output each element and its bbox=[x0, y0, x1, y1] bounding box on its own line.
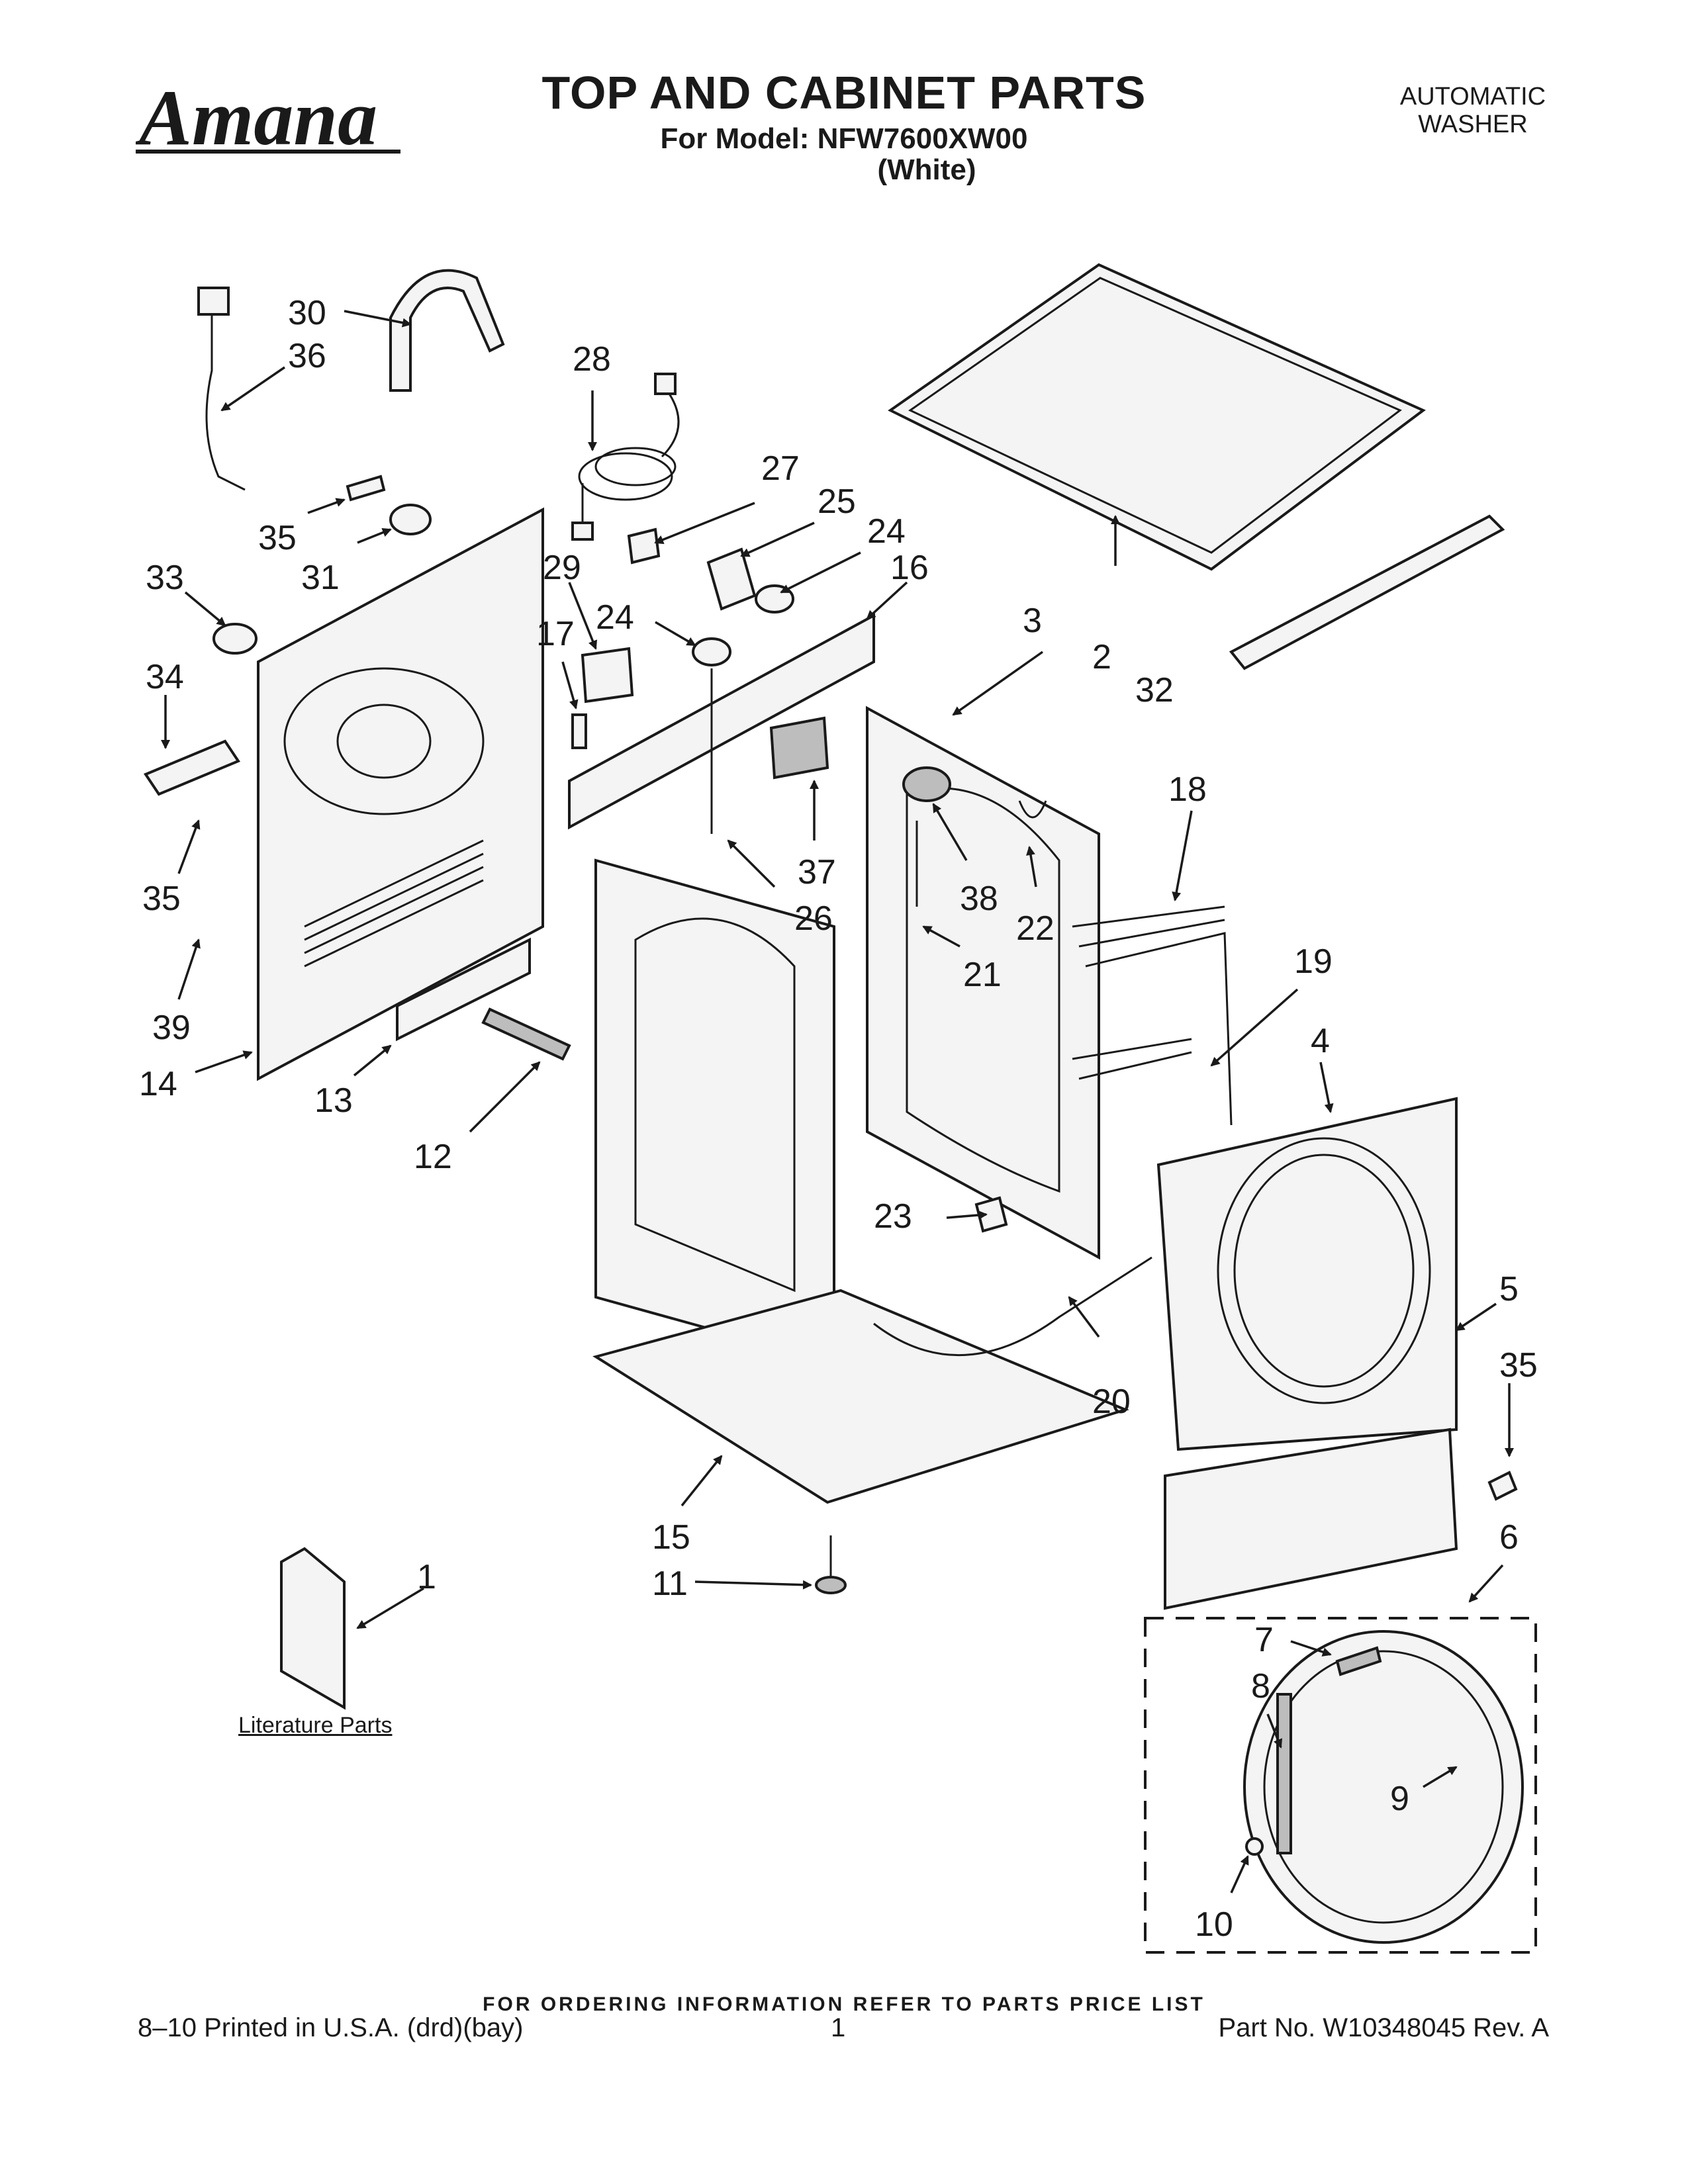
callout-4: 4 bbox=[1311, 1022, 1330, 1060]
literature-parts-label: Literature Parts bbox=[238, 1713, 393, 1738]
callout-numbers: 1 2 3 4 5 6 7 8 9 10 11 12 13 14 15 16 1… bbox=[139, 294, 1538, 1944]
callout-17: 17 bbox=[536, 615, 575, 653]
callout-10: 10 bbox=[1195, 1905, 1233, 1944]
top-brace bbox=[1229, 514, 1505, 670]
page-title: TOP AND CABINET PARTS bbox=[541, 67, 1147, 118]
callout-8: 8 bbox=[1251, 1667, 1270, 1706]
callout-25: 25 bbox=[818, 482, 856, 521]
callout-18: 18 bbox=[1168, 770, 1207, 809]
callout-28: 28 bbox=[573, 340, 611, 379]
leveling-leg bbox=[815, 1535, 847, 1594]
callout-33: 33 bbox=[146, 559, 184, 597]
callout-21: 21 bbox=[963, 956, 1002, 994]
inlet-hose bbox=[205, 298, 246, 491]
callout-24a: 24 bbox=[867, 512, 906, 551]
console-bracket bbox=[568, 613, 875, 830]
grommet bbox=[212, 623, 258, 655]
callout-2: 2 bbox=[1092, 638, 1111, 676]
hose-22 bbox=[1018, 800, 1047, 819]
literature-booklet bbox=[280, 1547, 346, 1710]
callout-35b: 35 bbox=[142, 880, 181, 918]
screw-35-front bbox=[1487, 1471, 1518, 1501]
page-number: 1 bbox=[831, 2013, 846, 2042]
product-type-line1: AUTOMATIC bbox=[1399, 83, 1546, 111]
callout-27: 27 bbox=[761, 449, 800, 488]
callout-9: 9 bbox=[1390, 1780, 1409, 1818]
product-type-line2: WASHER bbox=[1418, 111, 1528, 138]
callout-31: 31 bbox=[301, 559, 340, 597]
valve-37 bbox=[769, 716, 829, 780]
callout-1: 1 bbox=[417, 1558, 436, 1596]
callout-19: 19 bbox=[1294, 942, 1333, 981]
callout-23: 23 bbox=[874, 1197, 912, 1236]
toe-panel bbox=[1164, 1428, 1458, 1610]
callout-35a: 35 bbox=[258, 519, 297, 557]
ordering-note: FOR ORDERING INFORMATION REFER TO PARTS … bbox=[483, 1993, 1205, 2015]
brand-logo: Amana bbox=[136, 73, 400, 161]
callout-39: 39 bbox=[152, 1009, 191, 1047]
callout-15: 15 bbox=[652, 1518, 690, 1557]
harness-19 bbox=[1072, 1038, 1192, 1080]
callout-6: 6 bbox=[1499, 1518, 1519, 1557]
screw-top-left bbox=[346, 475, 386, 502]
callout-29: 29 bbox=[543, 549, 581, 587]
callout-14: 14 bbox=[139, 1065, 177, 1103]
brand-logo-text: Amana bbox=[136, 73, 377, 161]
cabinet-clip bbox=[143, 739, 241, 796]
print-info: 8–10 Printed in U.S.A. (drd)(bay) bbox=[138, 2013, 524, 2042]
door-assembly bbox=[1243, 1630, 1524, 1944]
bracket-23 bbox=[974, 1196, 1008, 1233]
callout-36: 36 bbox=[288, 337, 326, 375]
callout-30: 30 bbox=[288, 294, 326, 332]
callout-7: 7 bbox=[1254, 1621, 1274, 1659]
callout-24b: 24 bbox=[596, 598, 634, 637]
callout-11: 11 bbox=[652, 1565, 688, 1603]
harness-20 bbox=[873, 1256, 1152, 1357]
product-type: AUTOMATIC WASHER bbox=[1364, 83, 1582, 138]
callout-26: 26 bbox=[794, 899, 833, 938]
top-panel bbox=[888, 263, 1426, 571]
clamp-24b bbox=[692, 637, 731, 666]
door-assembly-box bbox=[1144, 1617, 1537, 1954]
front-panel bbox=[1156, 1097, 1458, 1451]
callout-16: 16 bbox=[890, 549, 929, 587]
color-line: (White) bbox=[877, 154, 976, 186]
heater-assembly bbox=[481, 1007, 571, 1061]
callout-leaders bbox=[161, 310, 1514, 1893]
right-side-panel-3 bbox=[866, 705, 1100, 1260]
base-panel bbox=[592, 1289, 1129, 1504]
callout-22: 22 bbox=[1016, 909, 1055, 948]
callout-34: 34 bbox=[146, 658, 184, 696]
hose-clamp bbox=[389, 504, 432, 535]
detergent-inlet bbox=[706, 547, 757, 611]
bracket-29 bbox=[581, 647, 634, 704]
callout-37: 37 bbox=[798, 853, 836, 891]
harness-18 bbox=[1072, 905, 1233, 1126]
callout-20: 20 bbox=[1092, 1383, 1131, 1421]
dispenser-38 bbox=[902, 766, 951, 802]
callout-35c: 35 bbox=[1499, 1346, 1538, 1385]
power-cord bbox=[571, 373, 680, 541]
cord-clip bbox=[627, 527, 661, 565]
callout-32: 32 bbox=[1135, 671, 1174, 709]
inlet-hose-fitting bbox=[197, 287, 230, 316]
callout-12: 12 bbox=[414, 1138, 452, 1176]
callout-13: 13 bbox=[314, 1081, 353, 1120]
rear-bracket bbox=[396, 937, 531, 1042]
rear-panel bbox=[257, 507, 544, 1081]
document-part-number: Part No. W10348045 Rev. A bbox=[1218, 2013, 1549, 2042]
callout-38: 38 bbox=[960, 880, 998, 918]
callout-3: 3 bbox=[1023, 602, 1042, 640]
model-line: For Model: NFW7600XW00 bbox=[660, 122, 1028, 155]
callout-5: 5 bbox=[1499, 1270, 1519, 1308]
brand-underline bbox=[136, 150, 400, 154]
hose-hanger bbox=[389, 269, 505, 392]
screw-17 bbox=[571, 713, 587, 749]
